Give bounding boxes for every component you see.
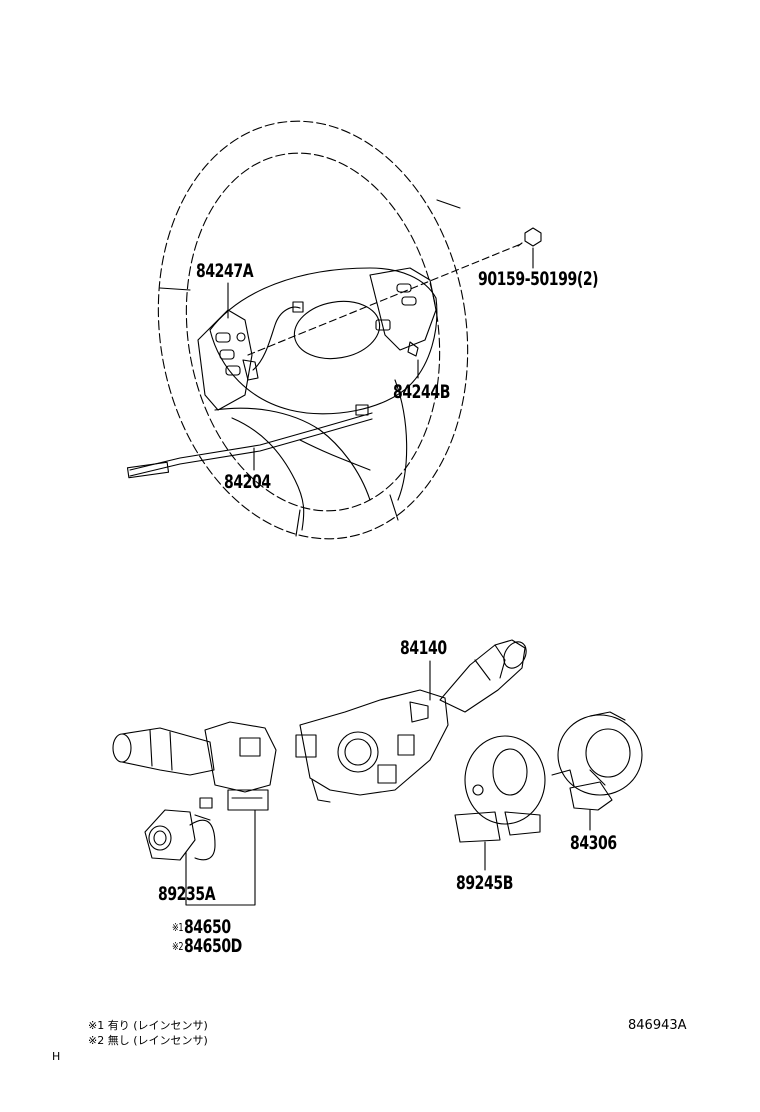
mark-2: ※2 bbox=[172, 940, 184, 953]
label-89245B: 89245B bbox=[456, 872, 513, 894]
footnote-2: ※2 無し (レインセンサ) bbox=[88, 1034, 208, 1047]
label-84306: 84306 bbox=[570, 832, 617, 854]
label-84650: ※184650 bbox=[172, 916, 231, 938]
corner-mark: H bbox=[52, 1050, 61, 1063]
label-89235A: 89235A bbox=[158, 883, 216, 905]
label-84650D: ※284650D bbox=[172, 935, 242, 957]
turn-signal-switch bbox=[112, 721, 277, 811]
diagram-id: 846943A bbox=[628, 1018, 687, 1033]
label-84204: 84204 bbox=[224, 471, 271, 493]
label-84140: 84140 bbox=[400, 637, 447, 659]
clock-spring bbox=[551, 711, 643, 811]
spiral-cable bbox=[454, 735, 546, 843]
bolt-install-line bbox=[247, 243, 522, 356]
leader-lines bbox=[227, 247, 534, 471]
steering-sensor bbox=[144, 797, 216, 861]
leader-lines-bottom bbox=[185, 809, 256, 906]
combination-switch-body bbox=[295, 639, 527, 803]
bolt bbox=[517, 227, 542, 247]
label-84244B: 84244B bbox=[393, 381, 450, 403]
steering-wheel bbox=[126, 120, 542, 540]
footnote-1: ※1 有り (レインセンサ) bbox=[88, 1019, 208, 1032]
mark-1: ※1 bbox=[172, 921, 184, 934]
label-90159-50199: 90159-50199(2) bbox=[478, 268, 599, 290]
label-84247A: 84247A bbox=[196, 260, 254, 282]
